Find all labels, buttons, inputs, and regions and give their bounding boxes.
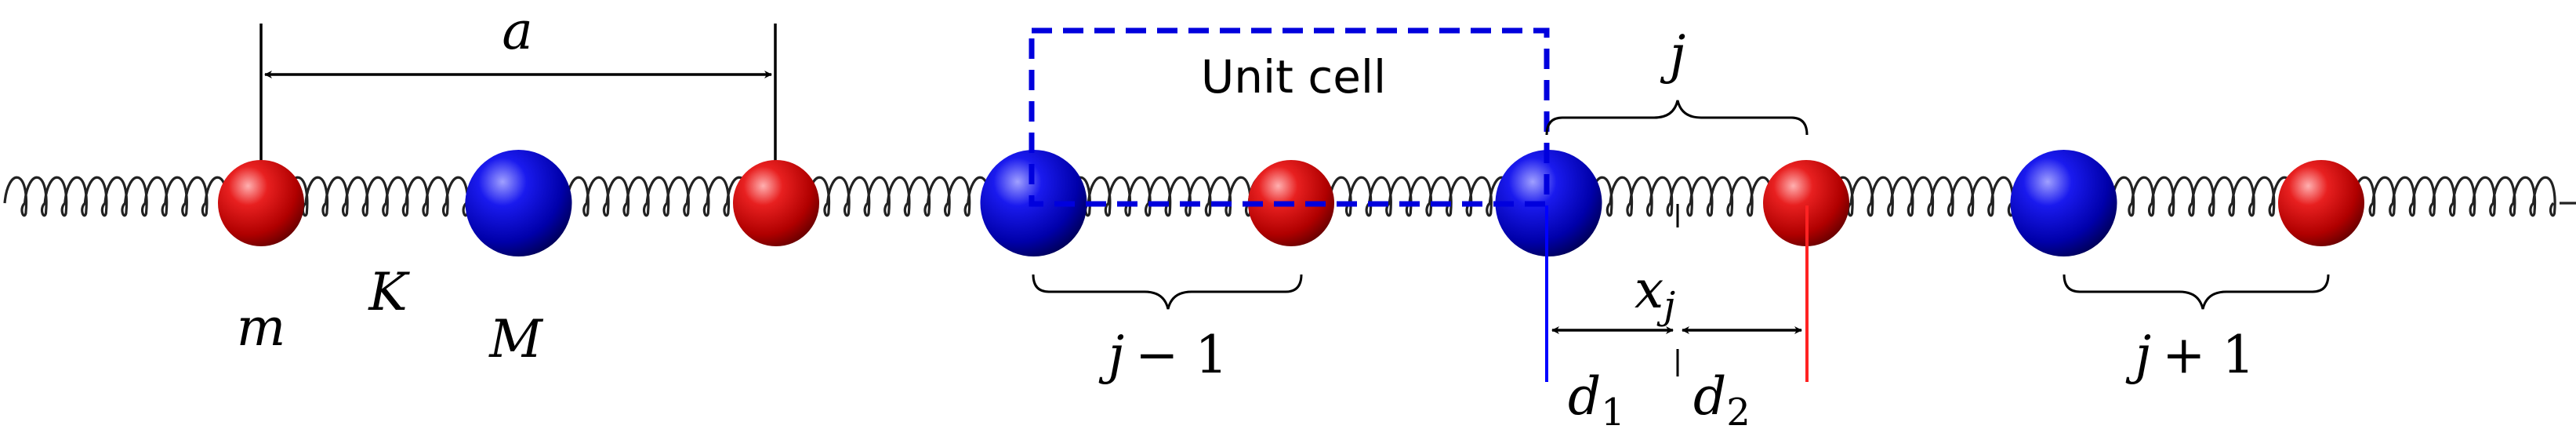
light-mass-ball xyxy=(2278,160,2364,246)
d1-label: d1 xyxy=(1568,366,1625,435)
cell-j-label: j xyxy=(1660,24,1685,85)
d2-var: d xyxy=(1693,366,1726,427)
light-mass-ball xyxy=(218,160,304,246)
cell-j-minus-1-op: − 1 xyxy=(1135,325,1228,385)
heavy-mass-ball xyxy=(1495,150,1602,256)
cell-j-minus-1-var: j xyxy=(1098,325,1124,385)
unit-cell-label: Unit cell xyxy=(1201,50,1386,104)
light-mass-ball xyxy=(1763,160,1849,246)
d1-var: d xyxy=(1568,366,1601,427)
displacement-label: xj xyxy=(1634,260,1675,328)
heavy-mass-ball xyxy=(465,150,572,256)
d1-sub: 1 xyxy=(1601,391,1625,435)
cell-j-plus-1-op: + 1 xyxy=(2162,325,2255,385)
unit-cell-box xyxy=(1029,27,1550,207)
heavy-mass-label: M xyxy=(488,309,543,369)
d2-sub: 2 xyxy=(1726,391,1751,435)
brace-cell-j-plus-1 xyxy=(2063,274,2330,310)
cell-j-plus-1-var: j xyxy=(2125,325,2151,385)
brace-cell-j xyxy=(1545,100,1809,136)
displacement-var: x xyxy=(1634,260,1664,320)
light-mass-label: m xyxy=(237,297,286,358)
lattice-constant-label: a xyxy=(502,1,532,61)
heavy-mass-ball xyxy=(2010,150,2117,256)
spring-constant-label: K xyxy=(368,262,410,322)
d2-label: d2 xyxy=(1693,366,1751,435)
cell-j-minus-1-label: j− 1 xyxy=(1098,325,1228,385)
light-mass-ball xyxy=(733,160,819,246)
cell-j-plus-1-label: j+ 1 xyxy=(2125,325,2255,385)
brace-cell-j-minus-1 xyxy=(1032,274,1303,310)
